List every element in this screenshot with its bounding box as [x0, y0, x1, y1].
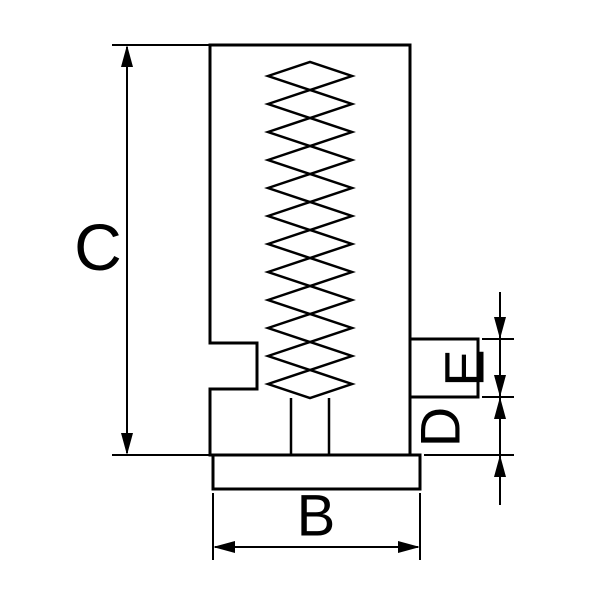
part-outline [208, 43, 480, 491]
dim-d-arrow-top [494, 375, 506, 397]
dim-b-arrow-right [398, 541, 420, 553]
dimension-de: E D [409, 292, 514, 505]
dimension-c: C [74, 44, 212, 456]
dim-b-arrow-left [213, 541, 235, 553]
label-b: B [297, 484, 336, 549]
base-plate [211, 453, 422, 491]
thread-profile [264, 60, 356, 400]
dim-c-arrow-up [121, 45, 133, 67]
dimension-b: B [212, 484, 421, 560]
dim-c-arrow-down [121, 433, 133, 455]
side-tab [408, 337, 480, 399]
dim-d-arrow-bottom [494, 455, 506, 477]
label-c: C [74, 210, 122, 284]
jaw-body [208, 43, 412, 457]
dim-e-arrow-top [494, 317, 506, 339]
dim-e-arrow-bottom [494, 397, 506, 419]
label-d: D [409, 407, 472, 447]
label-e: E [433, 349, 496, 386]
